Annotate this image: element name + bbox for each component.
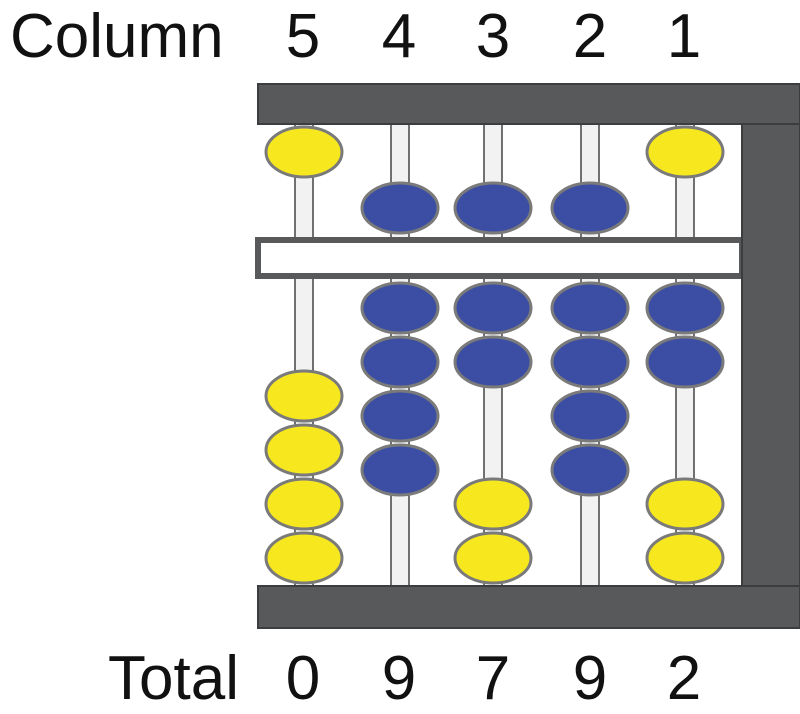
- column-number-4: 4: [381, 2, 417, 71]
- frame-right: [741, 123, 800, 587]
- lower-bead-column-4-3[interactable]: [360, 389, 440, 443]
- lower-bead-column-2-2[interactable]: [550, 335, 630, 389]
- lower-bead-column-5-2[interactable]: [264, 423, 344, 477]
- lower-bead-column-3-2[interactable]: [453, 335, 533, 389]
- total-digit-5: 0: [285, 644, 321, 713]
- column-header-label: Column: [10, 2, 224, 71]
- column-number-1: 1: [666, 2, 702, 71]
- upper-bead-column-3[interactable]: [453, 181, 533, 235]
- lower-bead-column-2-3[interactable]: [550, 389, 630, 443]
- total-digit-1: 2: [666, 644, 702, 713]
- frame-bottom: [257, 585, 800, 629]
- lower-bead-column-2-4[interactable]: [550, 443, 630, 497]
- lower-bead-column-4-1[interactable]: [360, 281, 440, 335]
- lower-bead-column-4-2[interactable]: [360, 335, 440, 389]
- frame-top: [257, 83, 800, 125]
- lower-bead-column-1-4[interactable]: [645, 531, 725, 585]
- column-number-5: 5: [285, 2, 321, 71]
- total-footer-label: Total: [108, 644, 239, 713]
- reckoning-bar: [255, 237, 745, 279]
- lower-bead-column-3-3[interactable]: [453, 477, 533, 531]
- column-number-3: 3: [475, 2, 511, 71]
- lower-bead-column-1-3[interactable]: [645, 477, 725, 531]
- lower-bead-column-5-3[interactable]: [264, 477, 344, 531]
- upper-bead-column-1[interactable]: [645, 125, 725, 179]
- lower-bead-column-5-4[interactable]: [264, 531, 344, 585]
- total-digit-4: 9: [381, 644, 417, 713]
- lower-bead-column-1-1[interactable]: [645, 281, 725, 335]
- column-number-2: 2: [572, 2, 608, 71]
- lower-bead-column-4-4[interactable]: [360, 443, 440, 497]
- upper-bead-column-4[interactable]: [360, 181, 440, 235]
- lower-bead-column-5-1[interactable]: [264, 369, 344, 423]
- upper-bead-column-2[interactable]: [550, 181, 630, 235]
- total-digit-3: 7: [475, 644, 511, 713]
- lower-bead-column-3-1[interactable]: [453, 281, 533, 335]
- total-digit-2: 9: [572, 644, 608, 713]
- upper-bead-column-5[interactable]: [264, 125, 344, 179]
- lower-bead-column-1-2[interactable]: [645, 335, 725, 389]
- lower-bead-column-2-1[interactable]: [550, 281, 630, 335]
- lower-bead-column-3-4[interactable]: [453, 531, 533, 585]
